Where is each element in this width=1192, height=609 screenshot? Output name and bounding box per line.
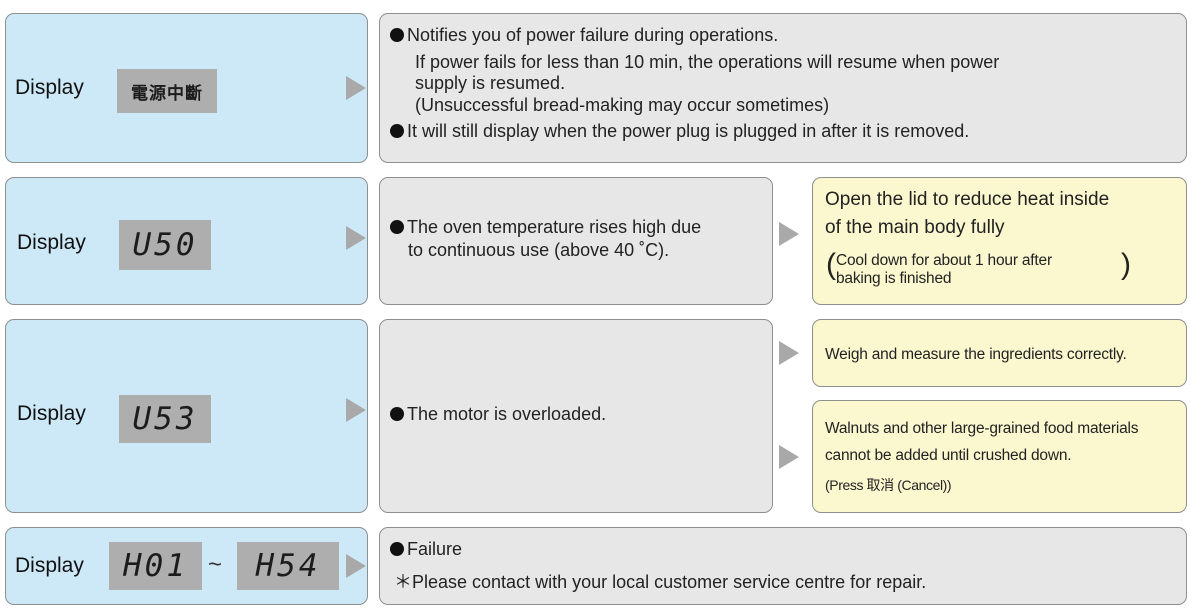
arrow-icon — [779, 222, 799, 246]
description-line: (Unsuccessful bread-making may occur som… — [415, 95, 830, 115]
bullet-dot-icon — [390, 542, 404, 556]
remedy-note: Cool down for about 1 hour after — [836, 252, 1052, 269]
remedy-title: of the main body fully — [825, 217, 1005, 238]
description-line: supply is resumed. — [415, 73, 566, 93]
display-label: Display — [15, 554, 84, 577]
bullet-dot-icon — [390, 28, 404, 42]
description-line: If power fails for less than 10 min, the… — [415, 52, 1000, 72]
cause-line: to continuous use (above 40 ˚C). — [408, 240, 670, 260]
cause-box-u50: The oven temperature rises high due to c… — [379, 177, 773, 305]
lcd-code-u53: U53 — [119, 395, 211, 443]
remedy-text: Walnuts and other large-grained food mat… — [825, 420, 1139, 437]
remedy-text: cannot be added until crushed down. — [825, 447, 1072, 464]
cause-bullet: The motor is overloaded. — [390, 403, 606, 425]
cause-bullet: The oven temperature rises high due — [390, 216, 701, 238]
remedy-note: baking is finished — [836, 270, 952, 287]
description-box-power-failure: Notifies you of power failure during ope… — [379, 13, 1187, 163]
lcd-code-h54: H54 — [237, 542, 339, 590]
description-bullet: It will still display when the power plu… — [390, 120, 969, 142]
remedy-title: Open the lid to reduce heat inside — [825, 189, 1110, 210]
bullet-dot-icon — [390, 220, 404, 234]
lcd-code-power-failure: 電源中斷 — [117, 69, 217, 113]
description-line: ＊Please contact with your local customer… — [394, 572, 927, 592]
cause-box-u53: The motor is overloaded. — [379, 319, 773, 513]
bullet-dot-icon — [390, 407, 404, 421]
open-paren: ( — [826, 248, 836, 281]
remedy-text: (Press 取消 (Cancel)) — [825, 477, 952, 493]
display-label: Display — [17, 402, 86, 425]
range-tilde: ~ — [208, 551, 223, 578]
display-box-u53: Display U53 — [5, 319, 368, 513]
display-box-h01-h54: Display H01 ~ H54 — [5, 527, 368, 605]
arrow-icon — [779, 445, 799, 469]
remedy-text: Weigh and measure the ingredients correc… — [825, 346, 1127, 363]
remedy-box-walnuts: Walnuts and other large-grained food mat… — [812, 400, 1187, 513]
remedy-box-u50: Open the lid to reduce heat inside of th… — [812, 177, 1187, 305]
arrow-icon — [346, 554, 366, 578]
arrow-icon — [779, 341, 799, 365]
display-label: Display — [15, 76, 84, 99]
lcd-code-h01: H01 — [109, 542, 202, 590]
display-box-power-failure: Display 電源中斷 — [5, 13, 368, 163]
remedy-box-weigh: Weigh and measure the ingredients correc… — [812, 319, 1187, 387]
display-box-u50: Display U50 — [5, 177, 368, 305]
display-label: Display — [17, 231, 86, 254]
lcd-code-u50: U50 — [119, 220, 211, 270]
description-bullet: Failure — [390, 538, 462, 560]
description-bullet: Notifies you of power failure during ope… — [390, 24, 778, 46]
description-box-failure: Failure ＊Please contact with your local … — [379, 527, 1187, 605]
arrow-icon — [346, 76, 366, 100]
arrow-icon — [346, 226, 366, 250]
close-paren: ) — [1121, 248, 1131, 281]
bullet-dot-icon — [390, 124, 404, 138]
arrow-icon — [346, 398, 366, 422]
